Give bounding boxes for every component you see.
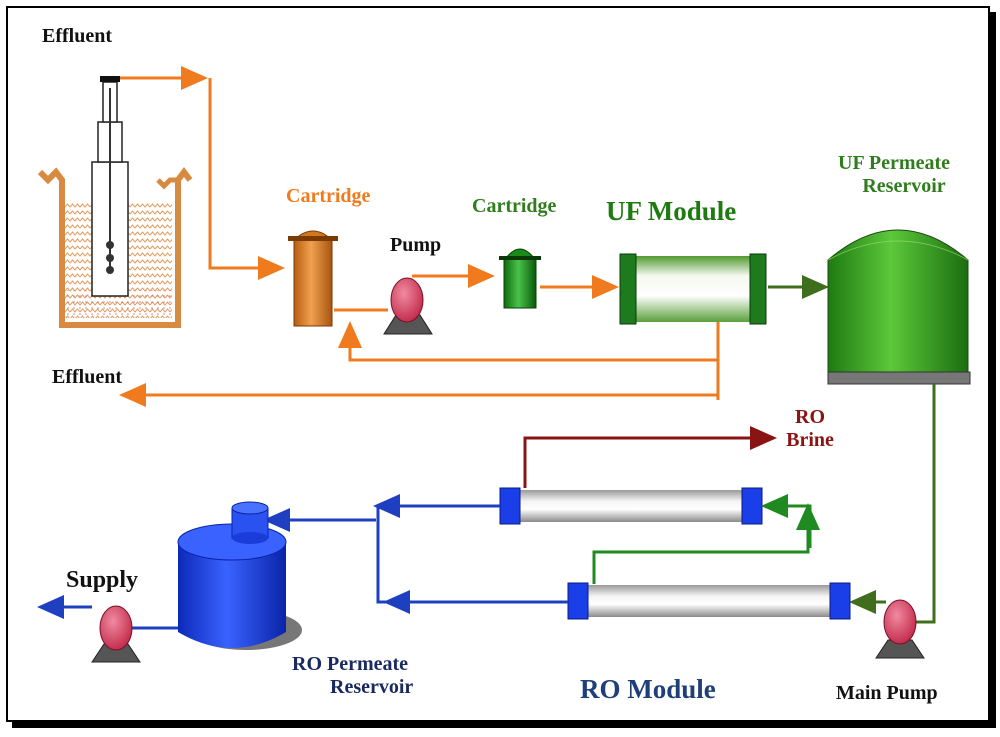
frame-shadow-right [990, 12, 996, 728]
ro-brine-label-line2: Brine [786, 429, 834, 451]
ro-module-lower [567, 582, 851, 620]
ro-brine-label: RO Brine [780, 406, 840, 452]
effluent-left-label: Effluent [52, 366, 122, 388]
main-pump-label: Main Pump [836, 682, 938, 704]
orange-flow-lines [119, 66, 720, 407]
uf-permeate-label-line1: UF Permeate [838, 152, 950, 174]
main-pump [875, 599, 925, 659]
cartridge-1-label: Cartridge [286, 185, 371, 207]
cartridge-2-label: Cartridge [472, 195, 557, 217]
submerged-membrane-module [91, 76, 129, 297]
ro-permeate-reservoir-label: RO Permeate Reservoir [292, 653, 413, 699]
ro-interconnect-lines [592, 494, 820, 584]
reservoir-to-main-pump-line [916, 384, 936, 624]
pump-label: Pump [390, 234, 442, 256]
effluent-top-label: Effluent [42, 25, 112, 47]
ro-brine-line [523, 426, 777, 488]
ro-brine-label-line1: RO [795, 406, 825, 428]
cartridge-1 [288, 230, 338, 327]
supply-label: Supply [66, 567, 139, 593]
ro-permeate-label-line1: RO Permeate [292, 653, 409, 675]
feed-pump [383, 277, 433, 335]
uf-module [619, 253, 767, 325]
ro-permeate-reservoir [177, 501, 302, 650]
ro-permeate-label-line2: Reservoir [330, 676, 414, 698]
ro-module-label: RO Module [580, 674, 716, 704]
uf-permeate-reservoir-label: UF Permeate Reservoir [826, 152, 962, 198]
uf-module-label: UF Module [606, 196, 737, 226]
uf-permeate-label-line2: Reservoir [862, 175, 946, 197]
frame-shadow-bottom [12, 722, 996, 728]
cartridge-2 [499, 248, 541, 309]
supply-pump [91, 605, 141, 663]
uf-permeate-reservoir [827, 229, 971, 385]
ro-module-upper [499, 487, 763, 525]
